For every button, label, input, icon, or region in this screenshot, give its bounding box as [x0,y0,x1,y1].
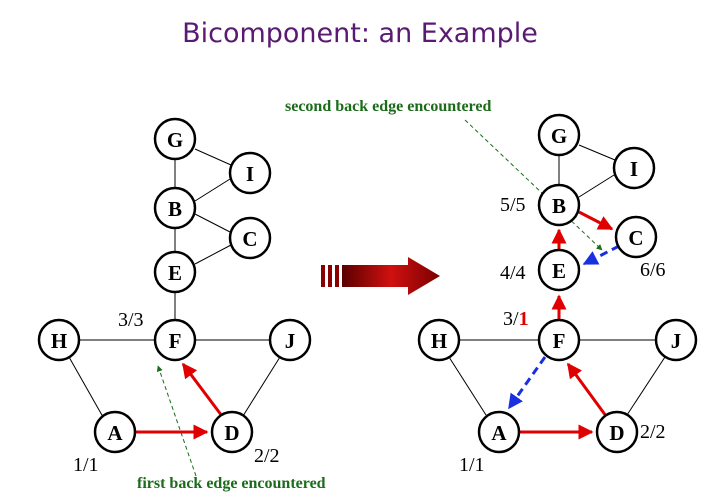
left-graph: G I B C E H F J A D 3/3 1/1 2/2 first ba… [37,117,326,492]
label-A: 1/1 [73,454,99,476]
label-A: 1/1 [459,454,485,476]
node-I: I [612,146,656,190]
svg-text:H: H [431,329,447,353]
svg-text:J: J [285,329,296,353]
svg-text:H: H [51,329,67,353]
tree-edge-B-C [578,210,614,231]
node-E: E [153,250,197,294]
right-graph: G I B C E H F J A D 5/5 4/4 6/6 3/1 1/1 … [285,98,698,476]
node-I: I [228,151,272,195]
edge-G-I [194,148,232,166]
annotation-pointer-left [156,365,197,477]
svg-text:G: G [167,128,183,152]
tree-edge-D-F [566,362,608,417]
svg-text:F: F [553,329,566,353]
edge-G-I [578,144,616,161]
svg-text:C: C [242,227,257,251]
slide-title: Bicomponent: an Example [182,18,538,49]
node-H: H [417,318,461,362]
annotation-first-back-edge: first back edge encountered [137,475,326,492]
node-C: C [228,216,272,260]
annotation-second-back-edge: second back edge encountered [285,98,491,115]
tree-edge-D-F [181,362,224,417]
edge-E-C [194,244,232,265]
label-D: 2/2 [640,421,666,443]
svg-text:G: G [551,124,567,148]
node-B: B [537,183,581,227]
node-A: A [477,410,521,454]
svg-text:F: F [169,329,182,353]
node-J: J [268,318,312,362]
node-A: A [93,410,137,454]
node-D: D [595,410,639,454]
label-F: 3/1 [503,308,529,330]
label-B: 5/5 [500,194,526,216]
edge-H-A [448,356,487,416]
node-E: E [537,248,581,292]
label-F: 3/3 [118,309,144,331]
label-D: 2/2 [254,445,280,467]
svg-text:B: B [168,197,182,221]
label-C: 6/6 [640,259,666,281]
node-G: G [537,113,581,157]
svg-text:E: E [168,261,182,285]
back-edge-C-E [582,244,620,266]
svg-text:D: D [609,421,624,445]
node-F: F [153,318,197,362]
svg-text:J: J [671,329,682,353]
svg-text:A: A [107,421,123,445]
node-B: B [153,186,197,230]
svg-text:C: C [628,226,643,250]
edge-J-D [242,356,281,417]
edge-H-A [68,356,104,418]
svg-text:E: E [552,259,566,283]
node-J: J [654,318,698,362]
edge-B-C [194,213,231,233]
annotation-pointer-right [464,119,603,251]
node-D: D [210,410,254,454]
label-F-prefix: 3/ [503,308,519,330]
node-C: C [614,215,658,259]
label-E: 4/4 [500,262,526,284]
edge-I-B [578,174,615,198]
svg-text:A: A [491,421,507,445]
back-edge-F-A [507,356,547,410]
svg-text:D: D [224,421,239,445]
node-H: H [37,318,81,362]
node-G: G [153,117,197,161]
transition-arrow [321,257,440,295]
edge-J-D [626,356,666,416]
label-F-low: 1 [519,308,529,330]
svg-text:I: I [246,162,254,186]
node-F: F [537,318,581,362]
svg-text:I: I [630,157,638,181]
edge-I-B [194,178,231,202]
svg-text:B: B [552,194,566,218]
